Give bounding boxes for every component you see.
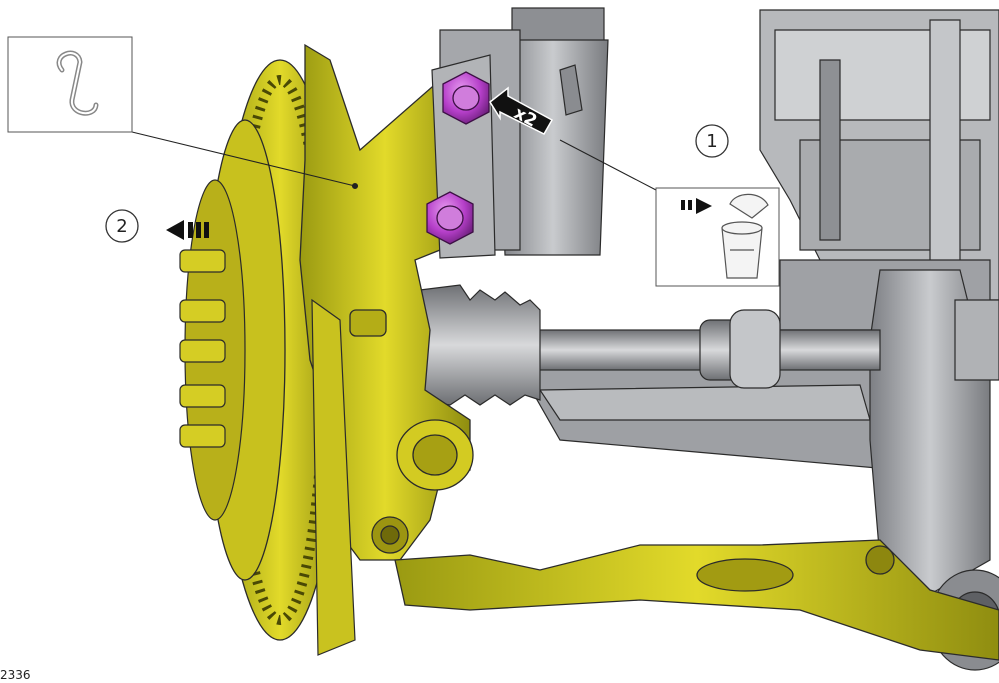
direction-arrow-icon: [681, 198, 712, 214]
callout-2-number: 2: [116, 216, 127, 237]
removal-direction-arrow: [166, 220, 209, 240]
discard-icon-box: [655, 187, 780, 287]
hook-icon-box: [7, 36, 133, 133]
callout-1: 1: [695, 124, 729, 158]
lower-control-arm: [394, 539, 999, 661]
lower-fastener: [426, 191, 474, 245]
callout-1-number: 1: [706, 131, 717, 152]
dust-shield: [311, 298, 356, 656]
crossmember: [518, 359, 901, 471]
upper-fastener: [442, 71, 490, 125]
drive-shaft: [419, 284, 881, 406]
quantity-arrow: x2: [489, 86, 554, 135]
wheel-hub: [179, 179, 246, 521]
callout-2: 2: [105, 209, 139, 243]
waste-bin-icon: [721, 193, 769, 279]
figure-reference-code: 2336: [0, 668, 31, 682]
leader-lines: [131, 131, 657, 191]
